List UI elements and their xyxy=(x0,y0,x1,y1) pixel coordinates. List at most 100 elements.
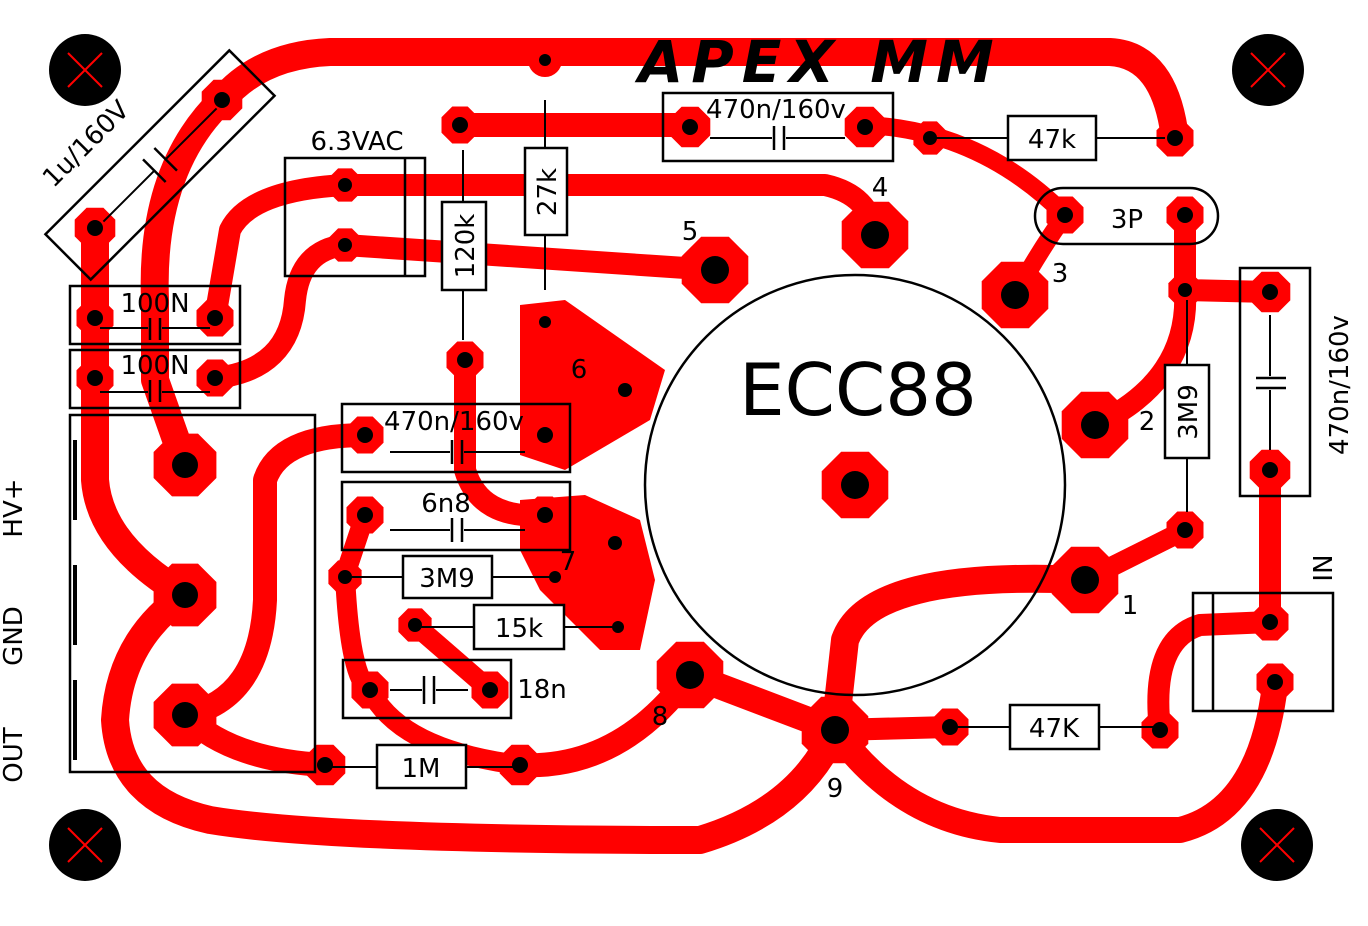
pad-drill-hole xyxy=(1262,284,1278,300)
pad-drill-hole xyxy=(512,757,528,773)
pin-label-6: 6 xyxy=(571,355,588,385)
pad-drill-hole xyxy=(701,256,729,284)
terminal-block-outline xyxy=(68,413,317,774)
pad-drill-hole xyxy=(357,427,373,443)
pad-drill-hole xyxy=(1262,462,1278,478)
jumper-3p-label: 3P xyxy=(1111,205,1143,235)
silkscreen xyxy=(43,48,1335,774)
pads xyxy=(74,43,1294,786)
pin-label-9: 9 xyxy=(827,774,844,804)
terminal-out-label: OUT xyxy=(0,727,29,782)
resistor-120k-label: 120k xyxy=(451,214,481,279)
pad-drill-hole xyxy=(338,238,352,252)
mounting-hole-icon xyxy=(49,34,121,106)
cap-470n-right-outline xyxy=(1238,266,1312,498)
pad-drill-hole xyxy=(537,507,553,523)
cap-100n-b-outline xyxy=(68,348,242,410)
resistor-3m9-mid xyxy=(401,554,494,600)
resistor-27k xyxy=(523,146,569,237)
pad-drill-hole xyxy=(317,757,333,773)
pad-drill-hole xyxy=(1262,614,1278,630)
pad-drill-hole xyxy=(1152,722,1168,738)
resistor-15k xyxy=(472,603,566,651)
pad-drill-hole xyxy=(841,471,869,499)
pad-drill-hole xyxy=(362,682,378,698)
pad-drill-hole xyxy=(172,702,198,728)
cap-470n-right-label: 470n/160v xyxy=(1325,315,1355,455)
cap-470n-top-label: 470n/160v xyxy=(706,95,846,125)
tube-label: ECC88 xyxy=(739,348,977,432)
labels: APEX MM ECC88 1u/160V 6.3VAC 100N 100N 4… xyxy=(0,28,1355,804)
pad-drill-hole xyxy=(1177,207,1193,223)
pin-label-8: 8 xyxy=(652,702,669,732)
cap-1u-outline xyxy=(43,48,277,282)
resistor-1m xyxy=(375,743,468,790)
pad-drill-hole xyxy=(172,452,198,478)
resistor-3m9-right xyxy=(1163,363,1211,460)
pad-drill-hole xyxy=(676,661,704,689)
pad-drill-hole xyxy=(618,383,632,397)
pad-drill-hole xyxy=(452,117,468,133)
cap-470n-mid-outline xyxy=(340,402,572,474)
pad-drill-hole xyxy=(408,618,422,632)
pad-drill-hole xyxy=(1081,411,1109,439)
pad-drill-hole xyxy=(207,310,223,326)
resistor-47k-top xyxy=(1006,114,1098,162)
cap-6n8-label: 6n8 xyxy=(421,489,471,519)
pad-drill-hole xyxy=(539,54,551,66)
pad-drill-hole xyxy=(1177,522,1193,538)
cap-470n-mid-label: 470n/160v xyxy=(384,407,524,437)
resistor-3m9-right-label: 3M9 xyxy=(1174,384,1204,440)
pin-label-4: 4 xyxy=(872,173,889,203)
pad-drill-hole xyxy=(338,178,352,192)
pin-label-5: 5 xyxy=(682,217,699,247)
pad-drill-hole xyxy=(482,682,498,698)
pad-drill-hole xyxy=(682,119,698,135)
pin-label-7: 7 xyxy=(560,547,577,577)
pin-label-3: 3 xyxy=(1052,259,1069,289)
resistor-47k-bottom xyxy=(1008,703,1101,751)
pad-drill-hole xyxy=(1071,566,1099,594)
pad-drill-hole xyxy=(537,427,553,443)
pad-drill-hole xyxy=(1167,130,1183,146)
jumper-3p-outline xyxy=(1033,186,1220,246)
resistor-1m-label: 1M xyxy=(402,754,441,784)
pin-label-1: 1 xyxy=(1122,591,1139,621)
resistor-47k-bottom-label: 47K xyxy=(1029,714,1080,744)
mounting-hole-icon xyxy=(1241,809,1313,881)
pad-drill-hole xyxy=(1001,281,1029,309)
cap-100n-b-label: 100N xyxy=(120,351,189,381)
pad-drill-hole xyxy=(87,370,103,386)
pad-drill-hole xyxy=(539,316,551,328)
cap-100n-a-label: 100N xyxy=(120,289,189,319)
resistor-3m9-mid-label: 3M9 xyxy=(419,564,475,594)
cap-1u-label: 1u/160V xyxy=(37,95,136,194)
tube-socket-outline xyxy=(643,273,1067,697)
heater-connector-outline xyxy=(283,156,427,278)
board-title: APEX MM xyxy=(634,28,1001,96)
cap-18n-outline xyxy=(341,658,513,720)
pad-drill-hole xyxy=(608,536,622,550)
cap-18n-label: 18n xyxy=(517,675,567,705)
pad-drill-hole xyxy=(861,221,889,249)
pad-drill-hole xyxy=(457,352,473,368)
cap-6n8-outline xyxy=(340,480,572,552)
pin-label-2: 2 xyxy=(1139,407,1156,437)
pad-drill-hole xyxy=(1057,207,1073,223)
mounting-hole-icon xyxy=(1232,34,1304,106)
heater-label: 6.3VAC xyxy=(311,127,404,157)
pad-drill-hole xyxy=(357,507,373,523)
terminal-in-label: IN xyxy=(1309,554,1339,581)
terminal-hv-label: HV+ xyxy=(0,478,29,537)
resistor-15k-label: 15k xyxy=(495,614,543,644)
mounting-hole-icon xyxy=(49,809,121,881)
resistors: 27k 120k 47k 3M9 3M9 15k 1M 47K xyxy=(375,114,1211,790)
pad-drill-hole xyxy=(214,92,230,108)
pad-drill-hole xyxy=(87,220,103,236)
pad-drill-hole xyxy=(1178,283,1192,297)
cap-470n-top-outline xyxy=(661,91,895,163)
pad-drill-hole xyxy=(207,370,223,386)
pad-drill-hole xyxy=(87,310,103,326)
pad-drill-hole xyxy=(1267,674,1283,690)
